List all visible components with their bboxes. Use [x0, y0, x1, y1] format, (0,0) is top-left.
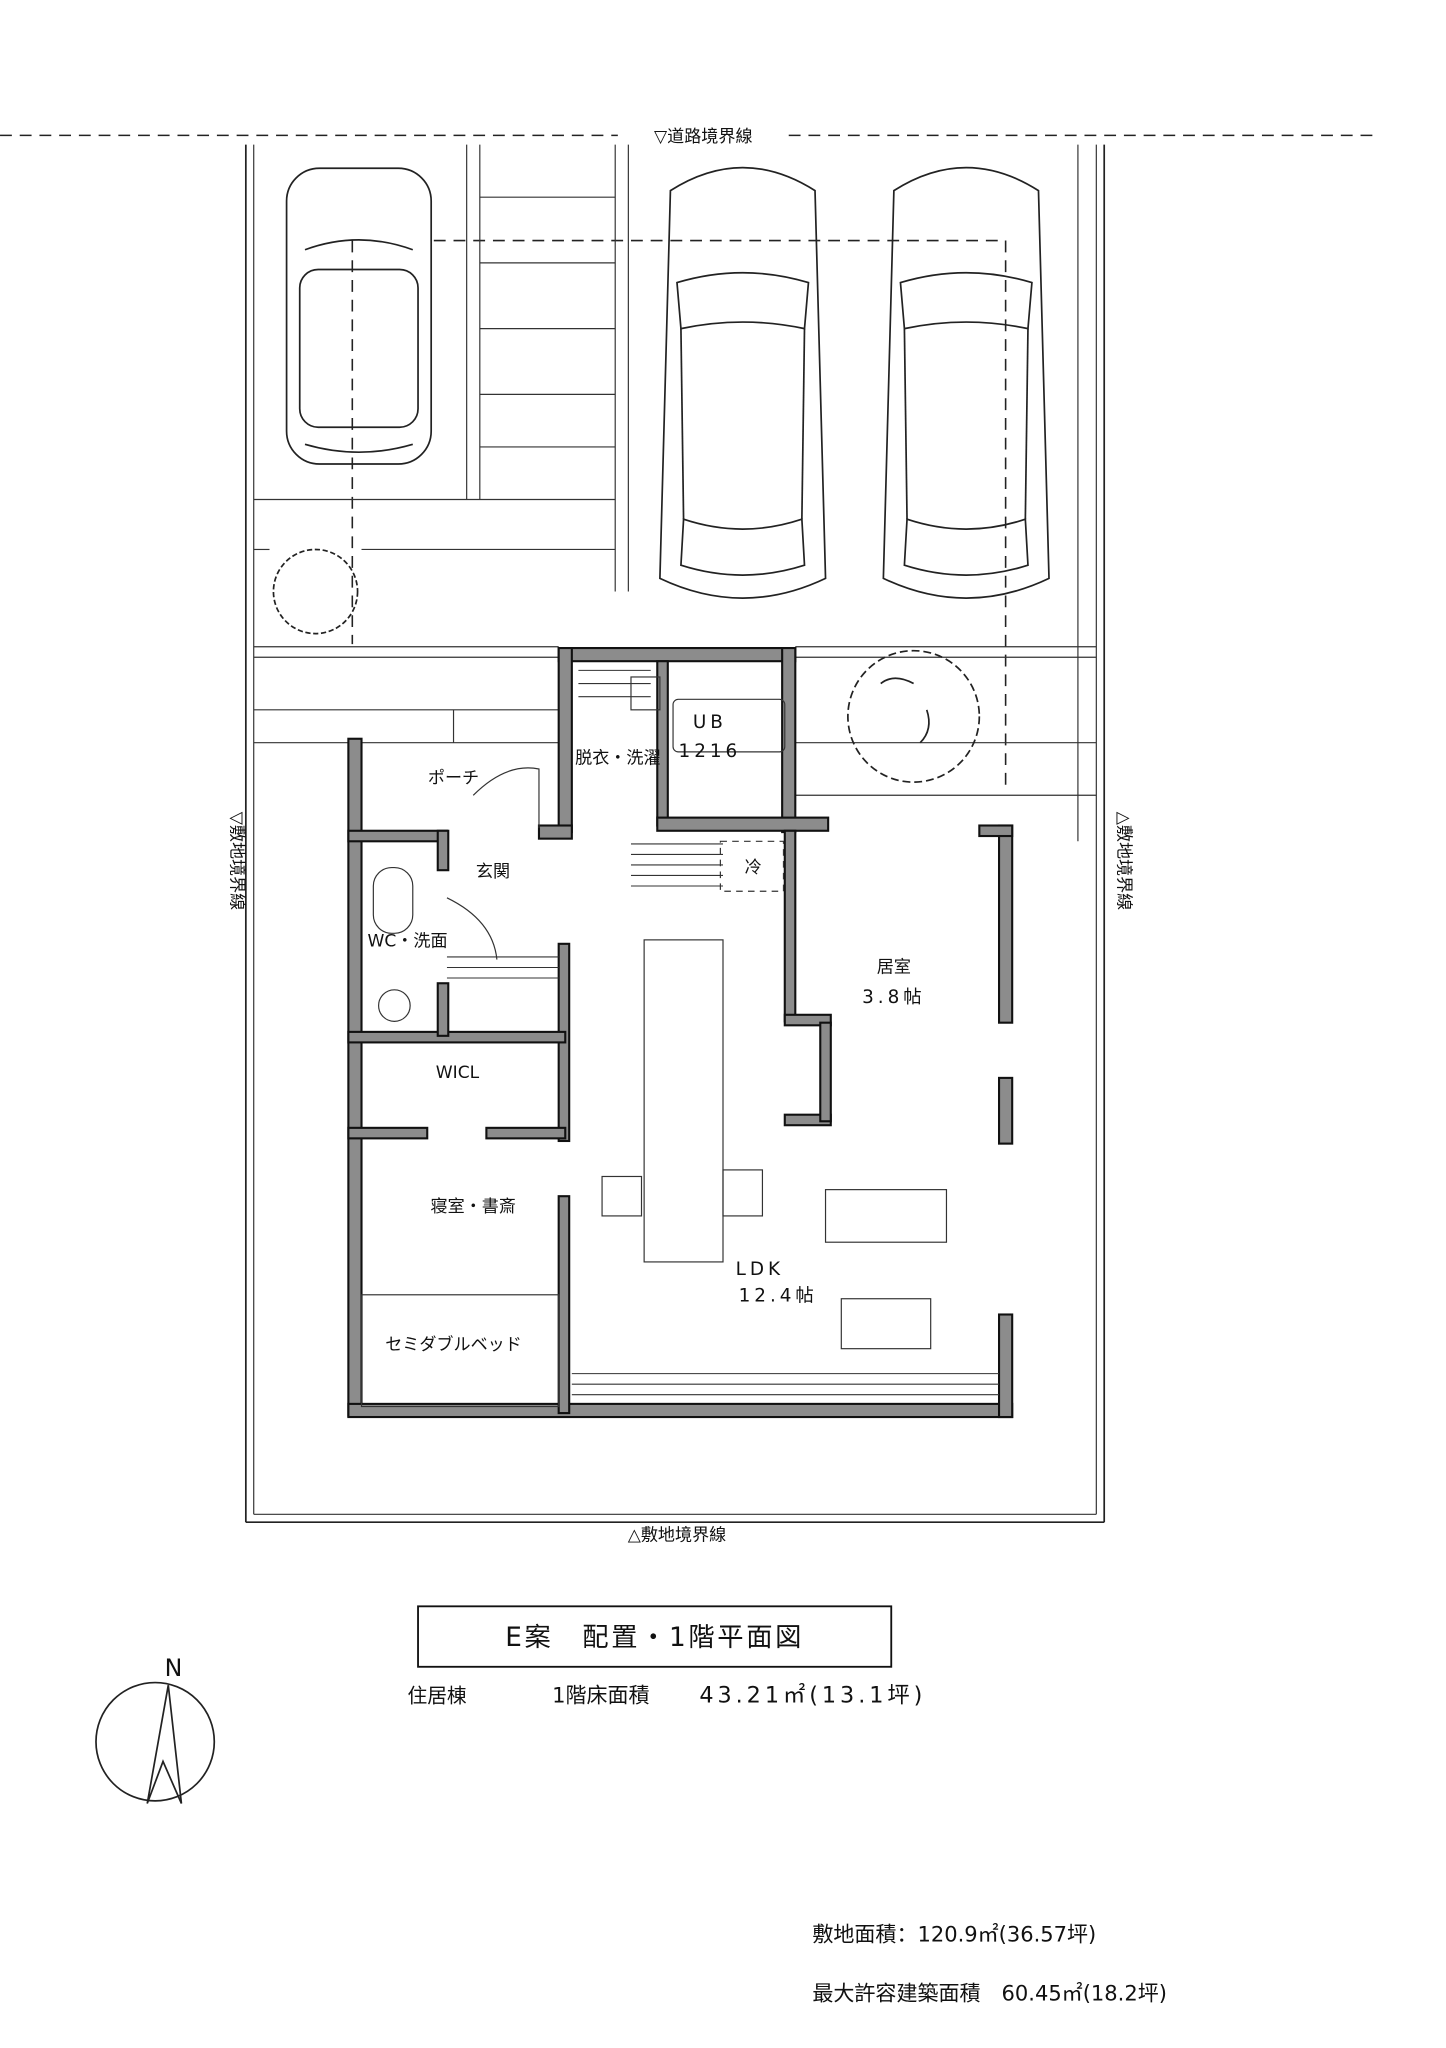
tree-small	[272, 548, 359, 635]
fridge-space	[719, 840, 785, 892]
site-boundary	[244, 144, 1106, 1524]
north-arrow-icon	[95, 1681, 216, 1804]
floor-area-label: 1階床面積	[552, 1682, 649, 1707]
building-label: 住居棟	[408, 1684, 467, 1707]
bedroom-label: 寝室・書斎	[431, 1196, 516, 1217]
wc-label: WC・洗面	[367, 931, 447, 951]
house-walls	[347, 646, 1014, 1419]
room-label: 居室	[877, 958, 911, 978]
ldk-label: LDK	[736, 1259, 784, 1280]
bath-size: 1216	[679, 741, 742, 762]
fridge-label: 冷	[745, 858, 762, 878]
floor-area-value: 43.21㎡(13.1坪)	[699, 1682, 926, 1708]
tree-large	[847, 649, 981, 783]
door-swing	[472, 767, 540, 829]
room-labels: ポーチ 脱衣・洗濯 UB 1216 冷 玄関 WC・洗面 居室 3.8帖 WIC…	[367, 712, 925, 1355]
drawing-title: E案 配置・1階平面図	[505, 1623, 804, 1653]
site-area: 敷地面積：120.9㎡(36.57坪)	[812, 1922, 1096, 1947]
ldk-size: 12.4帖	[739, 1285, 818, 1306]
sink	[630, 676, 661, 711]
title-box	[417, 1605, 893, 1668]
dressing-label: 脱衣・洗濯	[575, 749, 660, 769]
car-1	[659, 166, 827, 599]
dining-chair	[722, 1169, 764, 1217]
entrance-label: 玄関	[476, 862, 510, 882]
wash-basin	[378, 989, 411, 1022]
car-2	[882, 166, 1050, 599]
porch-label: ポーチ	[428, 768, 479, 788]
hatching	[446, 669, 1000, 1396]
room-size: 3.8帖	[862, 987, 925, 1008]
site-boundary-bottom-label: △敷地境界線	[628, 1526, 727, 1546]
coffee-table	[840, 1298, 932, 1350]
wicl-label: WICL	[436, 1063, 480, 1083]
sofa	[824, 1189, 948, 1243]
dining-chair	[601, 1175, 643, 1217]
road-boundary-label: ▽道路境界線	[654, 127, 753, 147]
door-swing	[446, 897, 498, 960]
bathtub	[672, 698, 786, 753]
setback-lines	[351, 239, 1007, 789]
site-boundary-left-label: ▽敷地境界線	[226, 812, 246, 911]
compact-car	[285, 167, 433, 465]
bed	[360, 1294, 560, 1408]
max-building-area: 最大許容建築面積 60.45㎡(18.2坪)	[812, 1981, 1167, 2006]
bed-label: セミダブルベッド	[385, 1334, 522, 1355]
furniture	[360, 676, 948, 1408]
site-boundary-right-label: △敷地境界線	[1114, 812, 1134, 911]
paving	[253, 144, 1097, 842]
kitchen-island	[643, 939, 724, 1263]
north-label: N	[165, 1654, 183, 1682]
toilet	[372, 866, 414, 934]
bath-label: UB	[693, 712, 727, 733]
